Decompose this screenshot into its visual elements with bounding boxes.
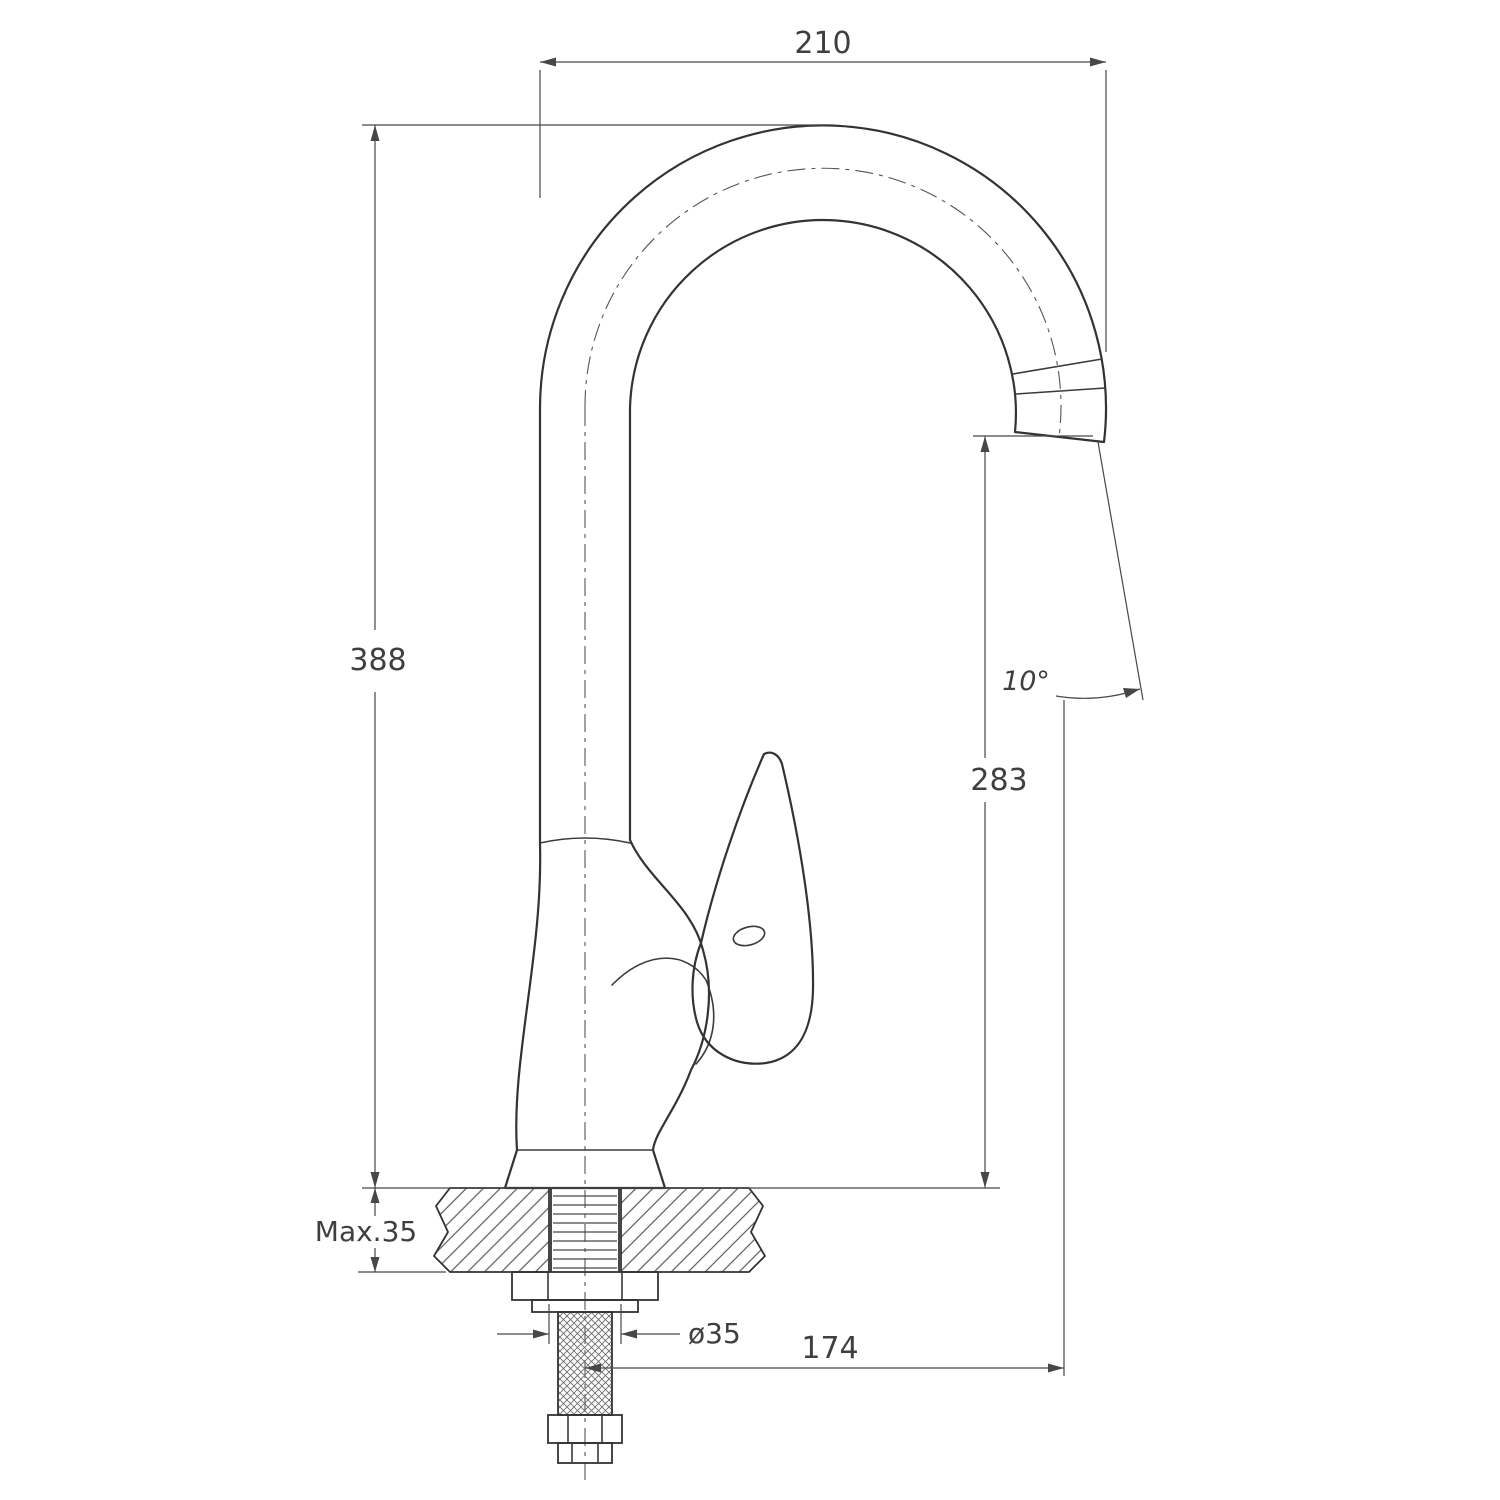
cartridge-dome-line [611, 957, 715, 1065]
counter-right-section [620, 1187, 766, 1273]
spout-arc-centerline [584, 167, 1062, 438]
hose-nut-facets [567, 1414, 603, 1444]
hose-tail [557, 1442, 613, 1464]
handle-indicator-oval [732, 925, 766, 947]
dim-388-arrow-top [370, 125, 380, 141]
dim-283-arrow-bottom [980, 1172, 990, 1188]
dim-dia35-label: ø35 [688, 1317, 741, 1350]
dimension-dia35: ø35 [497, 1304, 741, 1350]
dim-388-arrow-bottom [370, 1172, 380, 1188]
braided-hose-stud [557, 1311, 613, 1416]
dim-max35-label: Max.35 [315, 1215, 417, 1248]
dimension-210: 210 [539, 26, 1107, 352]
dim-210-arrow-right [1090, 57, 1106, 67]
dim-283-label: 283 [970, 763, 1027, 798]
hose-tail-facets [571, 1442, 599, 1464]
dim-dia35-arrow-right [621, 1329, 637, 1339]
handle-lever [691, 751, 815, 1065]
countertop-section [433, 1187, 766, 1273]
dim-174-arrow-left [585, 1363, 601, 1373]
dim-dia35-arrow-left [533, 1329, 549, 1339]
dim-210-label: 210 [794, 26, 851, 61]
dim-283-arrow-top [980, 436, 990, 452]
dimension-388: 388 [349, 124, 826, 1188]
angle-label: 10° [1002, 666, 1050, 697]
shank-edges [550, 1188, 620, 1272]
dim-174-label: 174 [801, 1331, 858, 1366]
dimension-283: 283 [970, 435, 1093, 1188]
locknut-facets [547, 1271, 623, 1301]
dim-max35-arrow-top [370, 1188, 380, 1203]
aerator-lines [1012, 358, 1106, 395]
dimension-174: 174 [585, 700, 1065, 1376]
dim-max35-arrow-bottom [370, 1257, 380, 1272]
spout-axis-slant-line [1097, 441, 1144, 701]
dim-174-arrow-right [1048, 1363, 1064, 1373]
dimension-max35: Max.35 [315, 1188, 446, 1273]
dim-210-arrow-left [540, 57, 556, 67]
counter-left-section [433, 1187, 550, 1273]
angle-arc-arrow [1123, 688, 1140, 698]
dimension-angle-10: 10° [1002, 441, 1144, 701]
faucet-outline [503, 124, 1108, 1190]
centerlines [584, 167, 1062, 1485]
dim-388-label: 388 [349, 643, 406, 678]
under-counter-fittings [511, 1271, 659, 1464]
shank-threads [553, 1195, 617, 1269]
faucet-drawing [503, 124, 1108, 1190]
riser-collar-line [539, 837, 631, 844]
